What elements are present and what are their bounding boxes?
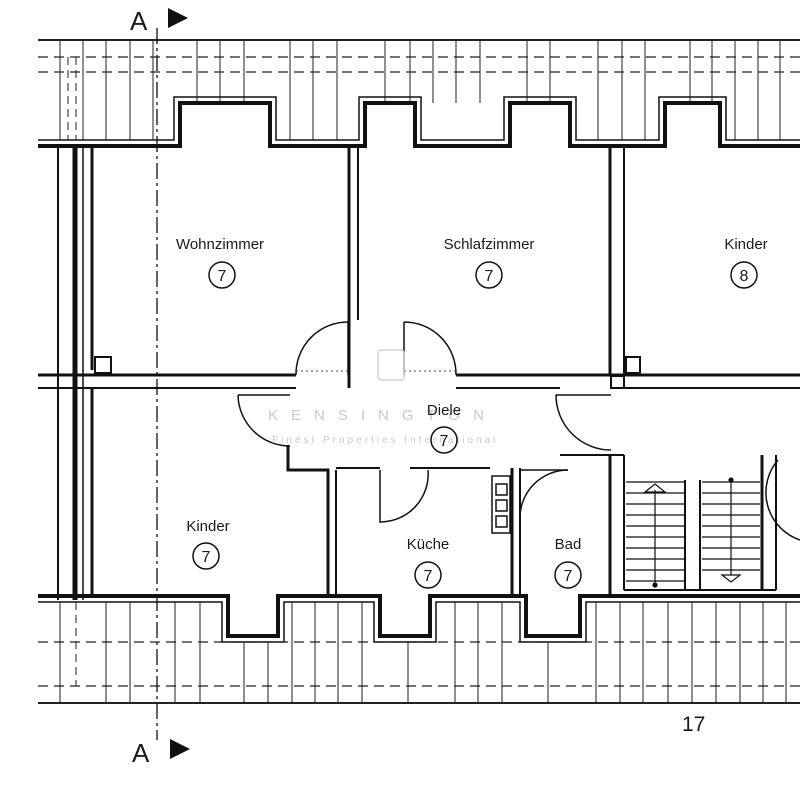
interior-walls	[38, 146, 800, 596]
room-number: 7	[440, 433, 449, 450]
door-swings	[237, 321, 800, 541]
room-name: Küche	[407, 536, 450, 553]
room-name: Bad	[555, 536, 582, 553]
room-kinder-bottom: Kinder 7	[186, 518, 230, 570]
room-name: Schlafzimmer	[444, 236, 535, 253]
room-name: Kinder	[724, 236, 767, 253]
room-name: Diele	[427, 402, 461, 419]
room-bad: Bad 7	[554, 536, 582, 589]
bottom-facade	[38, 602, 800, 704]
room-schlafzimmer: Schlafzimmer 7	[444, 236, 535, 289]
section-marker-label: A	[130, 6, 148, 36]
section-marker-label: A	[132, 738, 150, 768]
room-wohnzimmer: Wohnzimmer 7	[176, 236, 264, 289]
top-outer-wall	[38, 101, 800, 148]
room-number: 7	[564, 568, 573, 585]
staircase	[626, 477, 760, 588]
room-name: Kinder	[186, 518, 229, 535]
section-marker-top: A	[130, 6, 188, 36]
top-facade	[38, 39, 800, 140]
watermark-tagline: Finest Properties International	[272, 435, 498, 446]
watermark-brand: KENSINGTON	[268, 407, 497, 424]
room-number: 7	[424, 568, 433, 585]
bottom-outer-wall	[38, 594, 800, 638]
section-marker-bottom: A	[132, 738, 190, 768]
room-number: 7	[202, 549, 211, 566]
room-kueche: Küche 7	[407, 536, 450, 589]
room-diele: Diele 7	[427, 402, 461, 454]
watermark: KENSINGTON Finest Properties Internation…	[268, 349, 498, 446]
left-outer-wall	[57, 146, 94, 600]
kitchen-units	[491, 475, 511, 534]
room-number: 7	[485, 268, 494, 285]
room-kinder-top: Kinder 8	[724, 236, 768, 289]
room-number: 8	[740, 268, 749, 285]
page-number: 17	[682, 713, 705, 736]
room-number: 7	[218, 268, 227, 285]
room-name: Wohnzimmer	[176, 236, 264, 253]
